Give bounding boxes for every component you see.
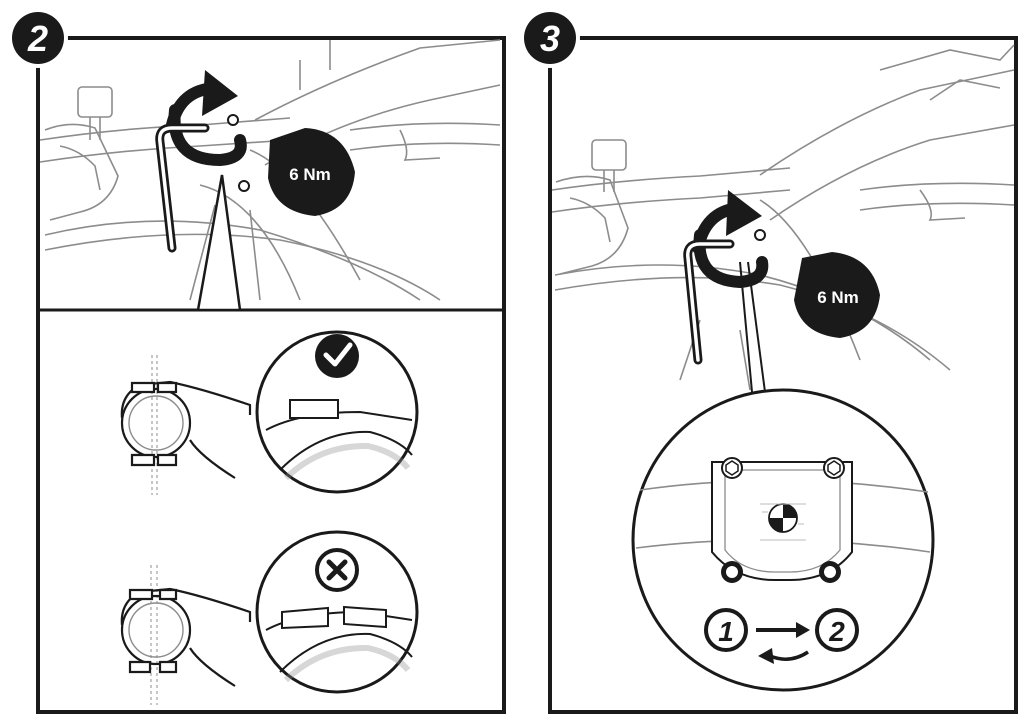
step-2-frame bbox=[36, 36, 506, 714]
step-2-bike-sketch bbox=[39, 39, 501, 301]
faceplate-bottom-right-bolt bbox=[819, 561, 841, 583]
brand-logo-icon bbox=[760, 503, 806, 541]
step-3-torque-badge: 6 Nm bbox=[794, 252, 880, 338]
return-arrow-icon bbox=[758, 648, 809, 664]
sequence-step-2: 2 bbox=[828, 616, 845, 647]
step-3-faceplate-detail: 1 2 bbox=[631, 388, 935, 692]
step-2-callout-pointer bbox=[196, 174, 242, 312]
step-3-bike-sketch bbox=[551, 44, 1015, 391]
sequence-step-1: 1 bbox=[718, 616, 734, 647]
step-3-number-badge: 3 bbox=[520, 8, 580, 68]
check-icon bbox=[315, 334, 359, 378]
step-2-panel: 6 Nm bbox=[8, 8, 506, 714]
step-3-callout-lines bbox=[739, 261, 766, 393]
step-3-number: 3 bbox=[540, 18, 560, 59]
step-3-panel: 6 Nm bbox=[520, 8, 1018, 714]
step-2-torque-label: 6 Nm bbox=[289, 165, 331, 184]
cross-icon bbox=[315, 548, 359, 592]
step-3-torque-label: 6 Nm bbox=[817, 288, 859, 307]
step-2-detail-correct bbox=[120, 330, 419, 495]
step-2-detail-incorrect bbox=[120, 530, 419, 705]
step-3-rotate-arrow-icon bbox=[692, 190, 769, 289]
step-2-number-badge: 2 bbox=[8, 8, 68, 68]
tightening-sequence: 1 2 bbox=[704, 608, 859, 664]
arrow-right-icon bbox=[756, 622, 810, 638]
step-2-torque-badge: 6 Nm bbox=[268, 128, 355, 216]
step-3-hex-key-icon bbox=[683, 229, 766, 365]
step-2-rotate-arrow-icon bbox=[166, 70, 247, 167]
faceplate-top-right-bolt bbox=[823, 457, 845, 479]
faceplate-bottom-left-bolt bbox=[721, 561, 743, 583]
faceplate-top-left-bolt bbox=[721, 457, 743, 479]
step-2-number: 2 bbox=[27, 18, 48, 59]
step-3-frame bbox=[548, 36, 1018, 714]
step-2-hex-key-icon bbox=[155, 114, 250, 253]
